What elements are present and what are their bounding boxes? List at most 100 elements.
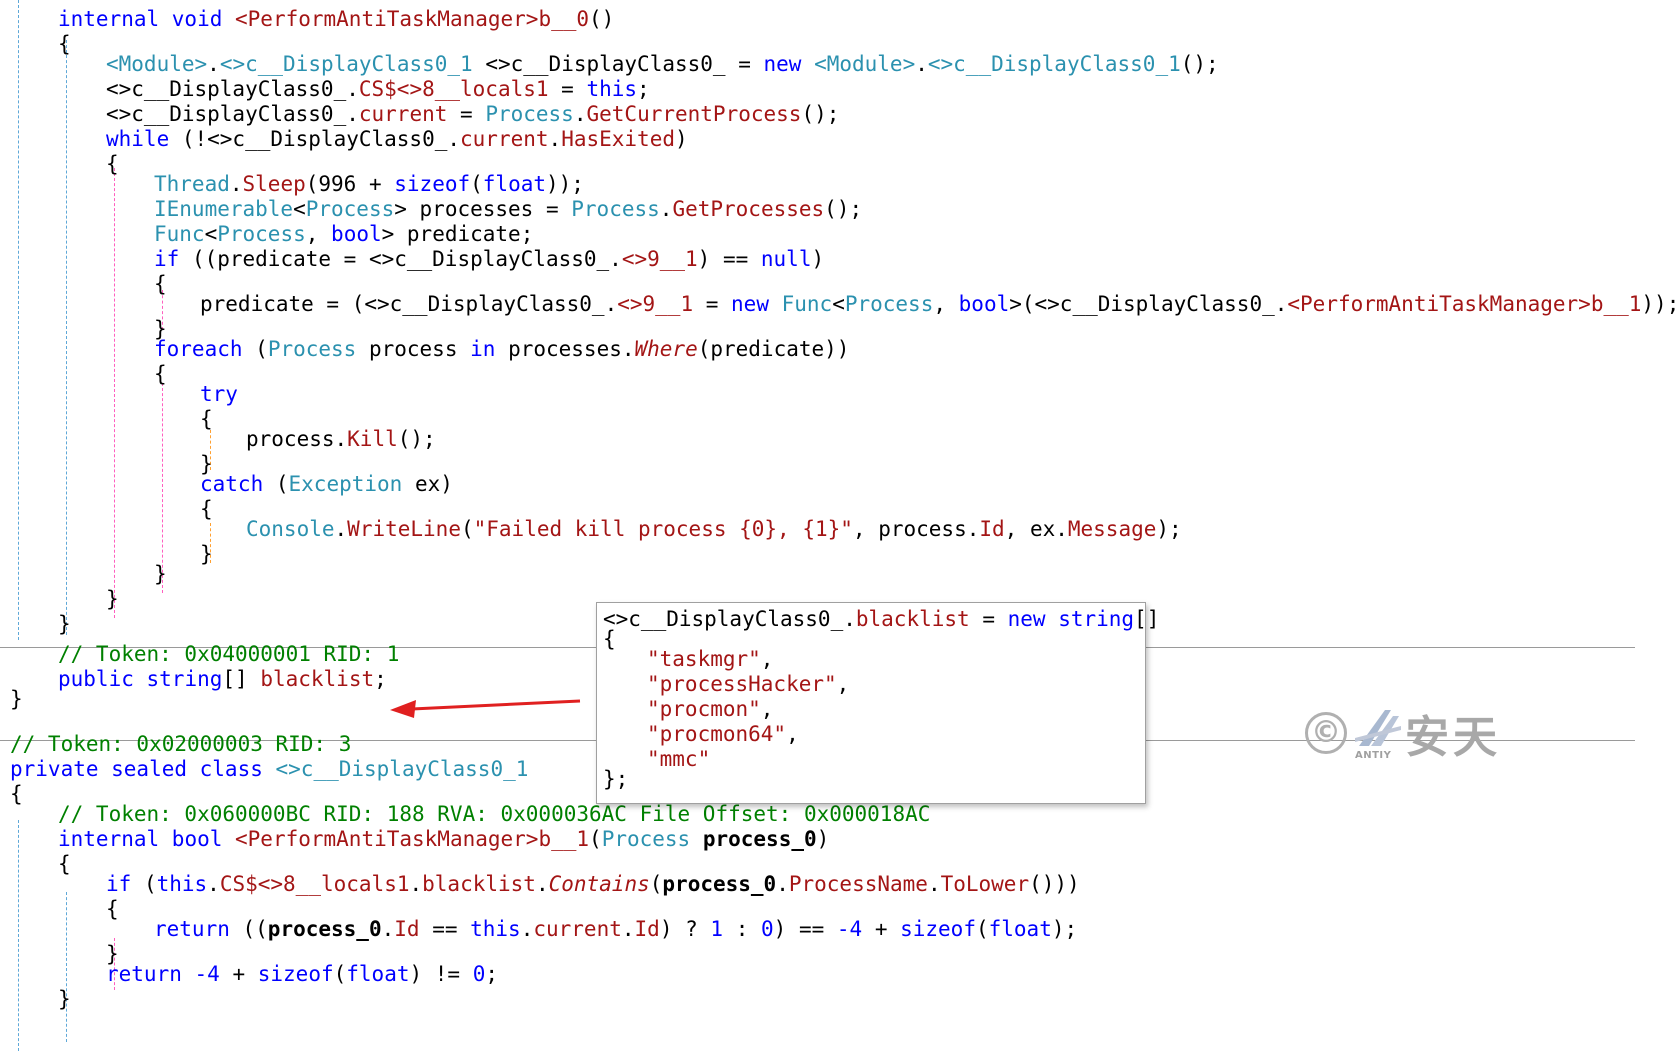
code-token: . <box>915 52 928 76</box>
code-token: } <box>58 987 71 1011</box>
code-line: } <box>154 316 167 342</box>
code-line: } <box>106 941 119 967</box>
code-token: Id <box>979 517 1005 541</box>
code-line: catch (Exception ex) <box>200 471 453 497</box>
code-token: ToLower <box>940 872 1030 896</box>
code-token: . <box>548 127 562 151</box>
code-token: { <box>106 152 119 176</box>
red-arrow-annotation <box>390 699 581 718</box>
code-token: blacklist <box>260 667 375 691</box>
code-token: <>c__DisplayClass0_. <box>106 102 359 126</box>
tooltip-token: }; <box>603 767 629 791</box>
tooltip-line: "taskmgr", <box>647 646 773 672</box>
code-token: HasExited <box>561 127 675 151</box>
indent-guide-l5 <box>162 383 163 593</box>
code-token: { <box>154 272 167 296</box>
code-token: () <box>589 7 615 31</box>
tooltip-token: , <box>760 697 774 721</box>
code-token: . <box>381 917 395 941</box>
code-line: predicate = (<>c__DisplayClass0_.<>9__1 … <box>200 291 1679 317</box>
code-token: { <box>154 362 167 386</box>
code-token: ) == <box>697 247 761 271</box>
code-line: } <box>106 586 119 612</box>
code-token: // Token: 0x04000001 RID: 1 <box>58 642 400 666</box>
indent-guide-l2 <box>66 40 67 635</box>
code-token: sizeof <box>900 917 976 941</box>
code-token: float <box>482 172 546 196</box>
code-token: Where <box>634 337 698 361</box>
code-token: } <box>154 562 167 586</box>
code-token: } <box>154 317 167 341</box>
code-token: . <box>207 872 220 896</box>
code-token: , process. <box>852 517 980 541</box>
code-token: > processes = <box>394 197 572 221</box>
code-token: GetCurrentProcess <box>586 102 802 126</box>
code-token: ; <box>637 77 650 101</box>
code-token: (!<>c__DisplayClass0_. <box>169 127 461 151</box>
code-token: return <box>154 917 230 941</box>
code-token: -4 <box>194 962 220 986</box>
code-token: 0 <box>472 962 486 986</box>
code-token: null <box>760 247 812 271</box>
code-token: ( <box>333 962 347 986</box>
code-token: } <box>106 942 119 966</box>
code-token: process_0 <box>662 872 777 896</box>
code-token: foreach <box>154 337 243 361</box>
code-token: process. <box>246 427 348 451</box>
code-token: . <box>659 197 673 221</box>
code-token: CS$<>8__locals1 <box>358 77 549 101</box>
code-token: this <box>156 872 208 896</box>
tooltip-line: }; <box>603 766 628 792</box>
code-token: <PerformAntiTaskManager>b__1 <box>235 827 590 851</box>
tooltip-token: = <box>969 607 1008 631</box>
code-token: sizeof <box>394 172 471 196</box>
code-token: CS$<>8__locals1 <box>219 872 410 896</box>
code-line: { <box>200 406 213 432</box>
code-token: process_0 <box>690 827 817 851</box>
tooltip-token: "procmon64" <box>647 722 787 746</box>
indent-guide-l4 <box>162 290 163 330</box>
code-line: // Token: 0x060000BC RID: 188 RVA: 0x000… <box>58 801 930 827</box>
code-token: "Failed kill process {0}, {1}" <box>473 517 853 541</box>
watermark-name: 安天 <box>1405 712 1501 763</box>
code-line: Func<Process, bool> predicate; <box>154 221 533 247</box>
code-line: internal void <PerformAntiTaskManager>b_… <box>58 6 614 32</box>
code-token: { <box>58 852 71 876</box>
code-token: current <box>533 917 622 941</box>
code-line: internal bool <PerformAntiTaskManager>b_… <box>58 826 829 852</box>
indent-guide-l1 <box>18 0 19 640</box>
code-token: WriteLine <box>347 517 461 541</box>
tooltip-token: [] <box>1134 607 1160 631</box>
code-token: <PerformAntiTaskManager>b__1 <box>1287 292 1642 316</box>
code-token: ) != <box>409 962 473 986</box>
code-token: . <box>409 872 423 896</box>
indent-guide-l8 <box>18 820 19 1051</box>
code-token: 0 <box>761 917 774 941</box>
code-token: (); <box>801 102 840 126</box>
code-line: { <box>10 781 23 807</box>
code-token: )); <box>546 172 584 196</box>
code-token: Id <box>634 917 660 941</box>
code-token: > predicate; <box>381 222 534 246</box>
code-line: public string[] blacklist; <box>58 666 387 692</box>
code-token: ) == <box>773 917 837 941</box>
tooltip-line: "procmon", <box>647 696 773 722</box>
code-token: <>c__DisplayClass0_1 <box>927 52 1181 76</box>
code-token: ( <box>242 337 268 361</box>
code-token: ; <box>485 962 499 986</box>
code-token: predicate = (<>c__DisplayClass0_. <box>200 292 618 316</box>
code-token: . <box>520 917 534 941</box>
antiy-watermark: © ANTIY 安天 <box>1305 708 1515 770</box>
code-token: ( <box>263 472 289 496</box>
code-token: ( <box>131 872 157 896</box>
blacklist-value-tooltip: <>c__DisplayClass0_.blacklist = new stri… <box>596 602 1159 804</box>
code-token: sizeof <box>257 962 334 986</box>
code-token: Kill <box>347 427 398 451</box>
code-token: ) <box>811 247 825 271</box>
code-token: + <box>862 917 901 941</box>
code-token: < <box>293 197 306 221</box>
code-token: < <box>204 222 218 246</box>
code-token: if <box>106 872 132 896</box>
code-line: } <box>200 541 213 567</box>
